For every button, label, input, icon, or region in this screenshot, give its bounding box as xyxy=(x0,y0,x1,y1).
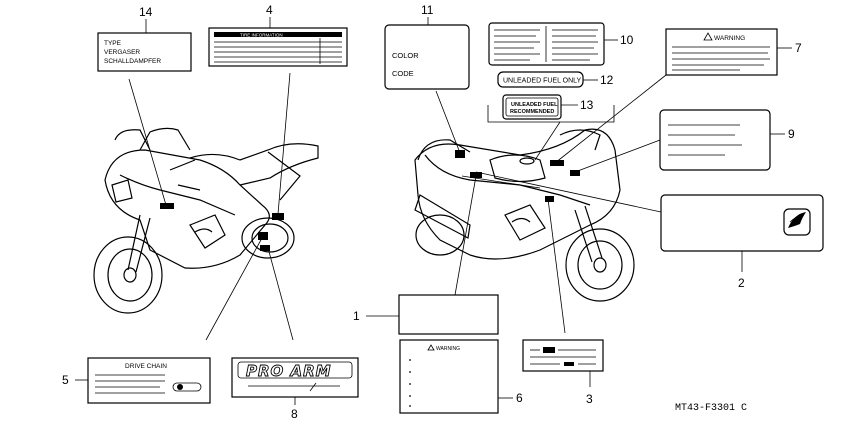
schalldampfer-line: SCHALLDAMPFER xyxy=(104,58,161,65)
diagram-code: MT43-F3301 C xyxy=(675,403,747,414)
motorcycle-left-view xyxy=(93,127,319,314)
drive-chain-heading: DRIVE CHAIN xyxy=(125,363,167,370)
label-10-info-panel: 10 xyxy=(488,22,634,66)
callout-4: 4 xyxy=(266,3,273,17)
label-3-small-info-label: 3 xyxy=(522,339,604,406)
leader-lines xyxy=(128,72,667,341)
callout-7: 7 xyxy=(795,41,802,55)
callout-13: 13 xyxy=(580,98,594,112)
callout-11: 11 xyxy=(421,3,434,17)
callout-6: 6 xyxy=(516,391,523,405)
honda-wing-icon xyxy=(783,208,811,236)
callout-10: 10 xyxy=(620,33,634,47)
callout-8: 8 xyxy=(291,407,298,421)
label-12-unleaded-fuel-only: UNLEADED FUEL ONLY 12 xyxy=(497,71,614,88)
motorcycle-right-view xyxy=(414,128,635,302)
warning-triangle-icon-small xyxy=(427,344,435,351)
code-line: CODE xyxy=(392,69,414,78)
vergaser-line: VERGASER xyxy=(104,49,140,56)
callout-1: 1 xyxy=(353,309,360,323)
unleaded-recommended-line1: UNLEADED FUEL xyxy=(511,102,558,108)
label-2-honda-wing-emblem: 2 xyxy=(660,194,824,290)
warning-heading-6: WARNING xyxy=(436,346,460,352)
label-11-color-code: COLOR CODE 11 xyxy=(384,3,470,90)
label-8-pro-arm: PRO ARM 8 xyxy=(231,357,359,421)
unleaded-only-text: UNLEADED FUEL ONLY xyxy=(503,78,582,85)
callout-12: 12 xyxy=(600,73,614,87)
pro-arm-logo-text: PRO ARM xyxy=(246,362,332,380)
label-4-tire-information: TIRE INFORMATION 4 xyxy=(208,3,348,67)
label-6-warning-sheet: WARNING 6 xyxy=(399,339,523,414)
callout-9: 9 xyxy=(788,127,795,141)
type-line: TYPE xyxy=(104,40,122,47)
label-9-info-label: 9 xyxy=(659,109,795,171)
callout-3: 3 xyxy=(586,392,593,406)
warning-heading-7: WARNING xyxy=(714,35,745,42)
callout-14: 14 xyxy=(139,5,153,19)
tire-info-heading: TIRE INFORMATION xyxy=(240,33,283,38)
label-13-unleaded-fuel-recommended: UNLEADED FUEL RECOMMENDED 13 xyxy=(502,94,594,120)
label-5-drive-chain: DRIVE CHAIN 5 xyxy=(62,357,211,404)
unleaded-recommended-line2: RECOMMENDED xyxy=(510,109,554,115)
callout-2: 2 xyxy=(738,276,745,290)
label-14-type-plate: TYPE VERGASER SCHALLDAMPFER 14 xyxy=(97,5,192,72)
warning-triangle-icon xyxy=(703,32,713,41)
callout-5: 5 xyxy=(62,373,69,387)
label-7-warning: WARNING 7 xyxy=(665,28,802,76)
label-1-blank-plate: 1 xyxy=(353,294,499,335)
color-line: COLOR xyxy=(392,51,419,60)
